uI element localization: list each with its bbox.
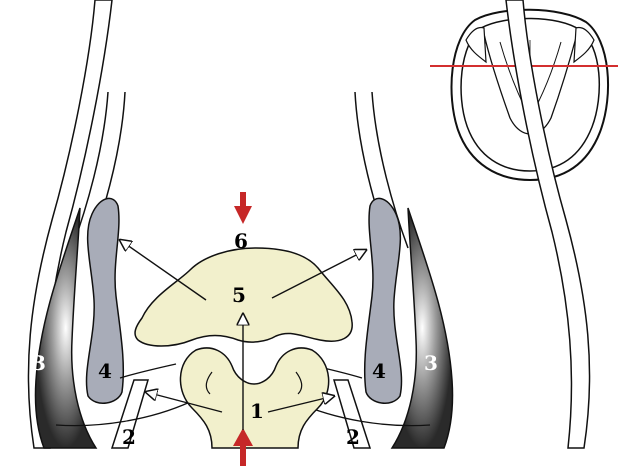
label-3-right: 3 (424, 351, 438, 375)
label-6: 6 (234, 229, 248, 253)
downward-force-arrow (234, 192, 252, 224)
frog-structure-1 (180, 348, 328, 448)
label-3-left: 3 (32, 351, 46, 375)
label-1: 1 (250, 399, 264, 423)
label-4-right: 4 (372, 359, 386, 383)
label-5: 5 (232, 283, 246, 307)
label-4-left: 4 (98, 359, 112, 383)
label-2-left: 2 (122, 425, 136, 449)
label-2-right: 2 (346, 425, 360, 449)
